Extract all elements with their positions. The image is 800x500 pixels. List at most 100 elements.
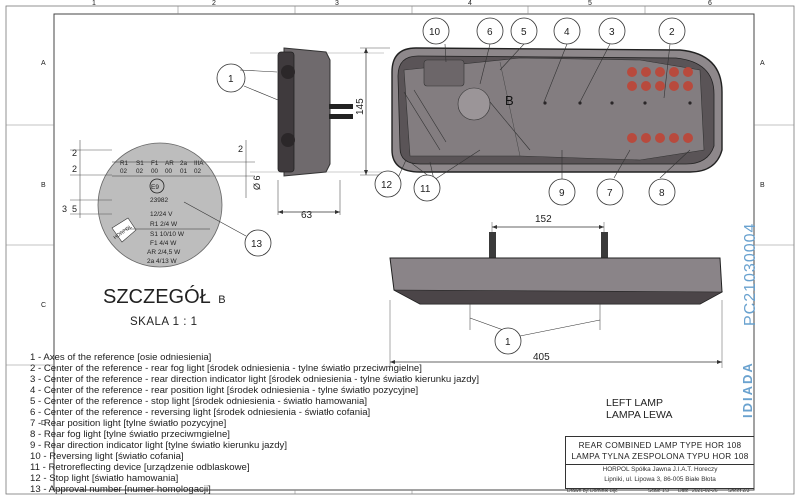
callout-2 xyxy=(658,17,686,45)
callout-10-label: 10 xyxy=(429,27,441,38)
front-view xyxy=(360,47,723,176)
detail-grid-h2: F1 xyxy=(151,160,159,167)
inner-frame xyxy=(53,13,755,491)
date-value: 2021-02-26 xyxy=(692,488,718,494)
callout-11 xyxy=(413,174,441,202)
callout-9-label: 9 xyxy=(559,188,565,199)
callout-1-side-label: 1 xyxy=(228,74,234,85)
legend-item-11: 11 - Retroreflecting device [urządzenie … xyxy=(30,462,250,473)
watermark-code: PC21030004 xyxy=(742,222,759,326)
scale-label: Scale xyxy=(648,488,661,494)
callout-6 xyxy=(476,17,504,45)
zone-row-b: B xyxy=(41,182,46,189)
legend-item-7: 7 - Rear position light [tylne światło p… xyxy=(30,418,227,429)
detail-grid-v0: 02 xyxy=(120,168,128,175)
legend-item-12: 12 - Stop light [światło hamowania] xyxy=(30,473,179,484)
legend-item-1: 1 - Axes of the reference [osie odniesie… xyxy=(30,352,212,363)
detail-grid-v3: 00 xyxy=(165,168,173,175)
dim-small-3: 3 xyxy=(62,204,67,214)
scale-value: 1:3 xyxy=(662,488,669,494)
zone-col-5: 5 xyxy=(588,0,592,7)
callout-4-label: 4 xyxy=(564,27,570,38)
zone-row-a-right: A xyxy=(760,60,765,67)
legend-item-2: 2 - Center of the reference - rear fog l… xyxy=(30,363,422,374)
side-label-en: LEFT LAMP xyxy=(606,397,663,409)
detail-grid-h3: AR xyxy=(165,160,174,167)
dim-stud-spacing: 152 xyxy=(535,214,552,225)
zone-row-b-right: B xyxy=(760,182,765,189)
legend-item-8: 8 - Rear fog light [tylne światło przeci… xyxy=(30,429,230,440)
dim-small-2-top: 2 xyxy=(72,148,77,158)
zone-col-2: 2 xyxy=(212,0,216,7)
watermark-lab: IDIADA xyxy=(740,361,755,418)
detail-grid-h5: IIIA xyxy=(194,160,204,167)
callout-1-bottom xyxy=(494,327,522,355)
detail-voltage: 12/24 V xyxy=(150,211,173,218)
legend-item-9: 9 - Rear direction indicator light [tyln… xyxy=(30,440,288,451)
callout-5 xyxy=(510,17,538,45)
legend-item-10: 10 - Reversing light [światło cofania] xyxy=(30,451,184,462)
callout-10 xyxy=(422,17,450,45)
detail-approval-number: 23982 xyxy=(150,197,168,204)
zone-row-d: D xyxy=(41,420,47,427)
bottom-view xyxy=(389,222,724,368)
dim-height: 145 xyxy=(355,98,366,115)
callout-7 xyxy=(596,178,624,206)
legend-item-13: 13 - Approval number [numer homologacji] xyxy=(30,484,211,495)
callout-3-label: 3 xyxy=(609,27,615,38)
detail-heading: SZCZEGÓŁ B xyxy=(103,286,226,309)
drawn-label: Drawn by: xyxy=(567,488,590,494)
callout-11-label: 11 xyxy=(420,184,431,195)
callout-1-side xyxy=(216,63,246,93)
sheet-number: Sheet 2/3 xyxy=(728,488,750,494)
callout-3 xyxy=(598,17,626,45)
callout-12-label: 12 xyxy=(381,180,393,191)
detail-approval-mark: E9 xyxy=(151,184,159,191)
callout-8 xyxy=(648,178,676,206)
detail-grid-v1: 02 xyxy=(136,168,144,175)
side-label-pl: LAMPA LEWA xyxy=(606,409,673,421)
detail-b xyxy=(70,140,255,268)
title-line-1: REAR COMBINED LAMP TYPE HOR 108 xyxy=(578,441,742,450)
callout-1-bottom-label: 1 xyxy=(505,337,511,348)
detail-rating-2: F1 4/4 W xyxy=(150,240,177,247)
zone-col-6: 6 xyxy=(708,0,712,7)
detail-grid-v5: 02 xyxy=(194,168,202,175)
detail-rating-4: 2a 4/13 W xyxy=(147,258,177,265)
company-address: Lipniki, ul. Lipowa 3, 86-005 Białe Błot… xyxy=(604,476,716,483)
centre-letter: B xyxy=(505,93,514,108)
legend-item-3: 3 - Center of the reference - rear direc… xyxy=(30,374,479,385)
date-label: Date xyxy=(678,488,689,494)
detail-scale: SKALA 1 : 1 xyxy=(130,316,198,328)
drawn-value: Dominik Bijć xyxy=(590,488,618,494)
zone-col-1: 1 xyxy=(92,0,96,7)
company-name: HORPOL Spółka Jawna J.I.A.T. Horeczy xyxy=(602,466,718,473)
dim-small-5: 5 xyxy=(72,204,77,214)
callout-7-label: 7 xyxy=(607,188,613,199)
detail-grid-v2: 00 xyxy=(151,168,159,175)
legend-item-4: 4 - Center of the reference - rear posit… xyxy=(30,385,419,396)
zone-ticks xyxy=(6,6,794,494)
zone-col-3: 3 xyxy=(335,0,339,7)
company-block: HORPOL Spółka Jawna J.I.A.T. Horeczy Lip… xyxy=(565,463,754,489)
zone-col-4: 4 xyxy=(468,0,472,7)
detail-grid-h1: S1 xyxy=(136,160,144,167)
callout-8-label: 8 xyxy=(659,188,665,199)
detail-title: SZCZEGÓŁ xyxy=(103,286,211,308)
dim-dia-6: Ø 6 xyxy=(252,175,262,190)
legend-item-6: 6 - Center of the reference - reversing … xyxy=(30,407,371,418)
dim-depth: 63 xyxy=(301,210,313,221)
detail-rating-3: AR 2/4,5 W xyxy=(147,249,181,256)
dim-small-2-side: 2 xyxy=(238,144,243,154)
legend-item-5: 5 - Center of the reference - stop light… xyxy=(30,396,368,407)
dim-small-2-mid: 2 xyxy=(72,164,77,174)
detail-letter: B xyxy=(218,294,226,306)
detail-rating-1: S1 10/10 W xyxy=(150,231,185,238)
dim-length: 405 xyxy=(533,352,550,363)
callout-9 xyxy=(548,178,576,206)
callout-6-label: 6 xyxy=(487,27,493,38)
detail-rating-0: R1 2/4 W xyxy=(150,221,178,228)
callout-12 xyxy=(374,170,402,198)
